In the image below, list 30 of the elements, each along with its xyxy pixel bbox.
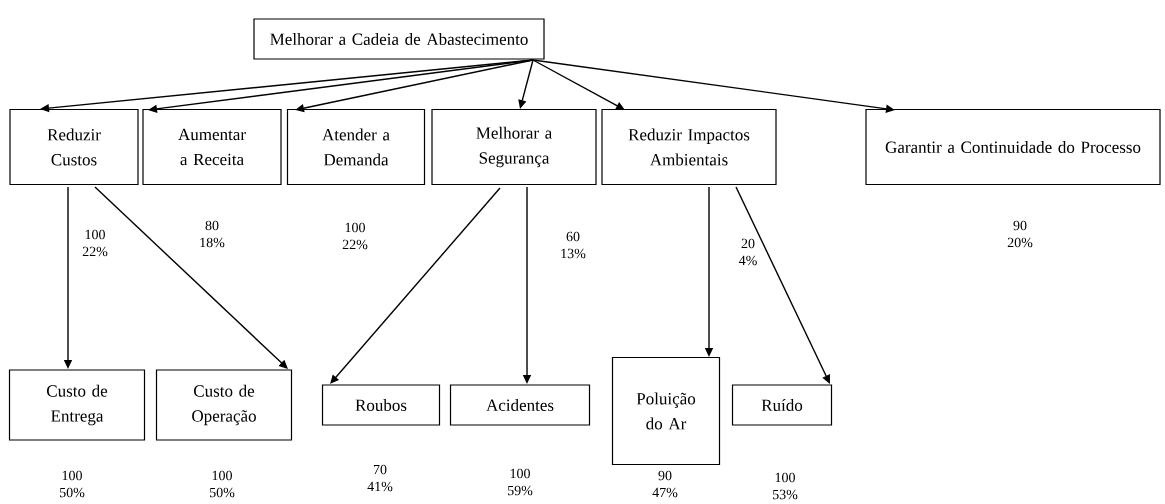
goal-box: Poluição do Ar: [611, 356, 721, 466]
goal-box: Ruído: [731, 384, 833, 426]
goal-box: Reduzir Impactos Ambientais: [601, 108, 777, 186]
weight-label: 90 47%: [652, 470, 678, 498]
arrow: [532, 59, 625, 110]
goal-box: Reduzir Custos: [9, 108, 139, 186]
weight-label: 100 22%: [82, 229, 108, 257]
goal-box: Aumentar a Receita: [142, 108, 282, 186]
goal-box: Acidentes: [449, 384, 591, 426]
goal-box: Custo de Entrega: [8, 369, 146, 441]
weight-label: 70 41%: [367, 464, 393, 492]
arrow: [94, 186, 288, 369]
goal-box: Garantir a Continuidade do Processo: [865, 108, 1161, 186]
weight-label: 20 4%: [738, 238, 757, 266]
weight-label: 100 59%: [508, 468, 533, 496]
weight-label: 100 50%: [210, 470, 235, 498]
goal-box: Melhorar a Segurança: [431, 108, 597, 186]
goal-box: Atender a Demanda: [286, 108, 426, 186]
weight-label: 60 13%: [561, 231, 586, 259]
goal-box: Melhorar a Cadeia de Abastecimento: [253, 18, 545, 60]
arrow: [518, 59, 534, 109]
arrow: [735, 186, 830, 384]
weight-label: 80 18%: [200, 220, 225, 248]
arrow: [330, 187, 501, 384]
goal-box: Roubos: [321, 384, 441, 426]
weight-label: 100 50%: [60, 470, 85, 498]
weight-label: 90 20%: [1007, 220, 1033, 248]
weight-label: 100 22%: [342, 222, 368, 250]
weight-label: 100 53%: [773, 472, 798, 500]
goal-box: Custo de Operação: [155, 369, 293, 441]
